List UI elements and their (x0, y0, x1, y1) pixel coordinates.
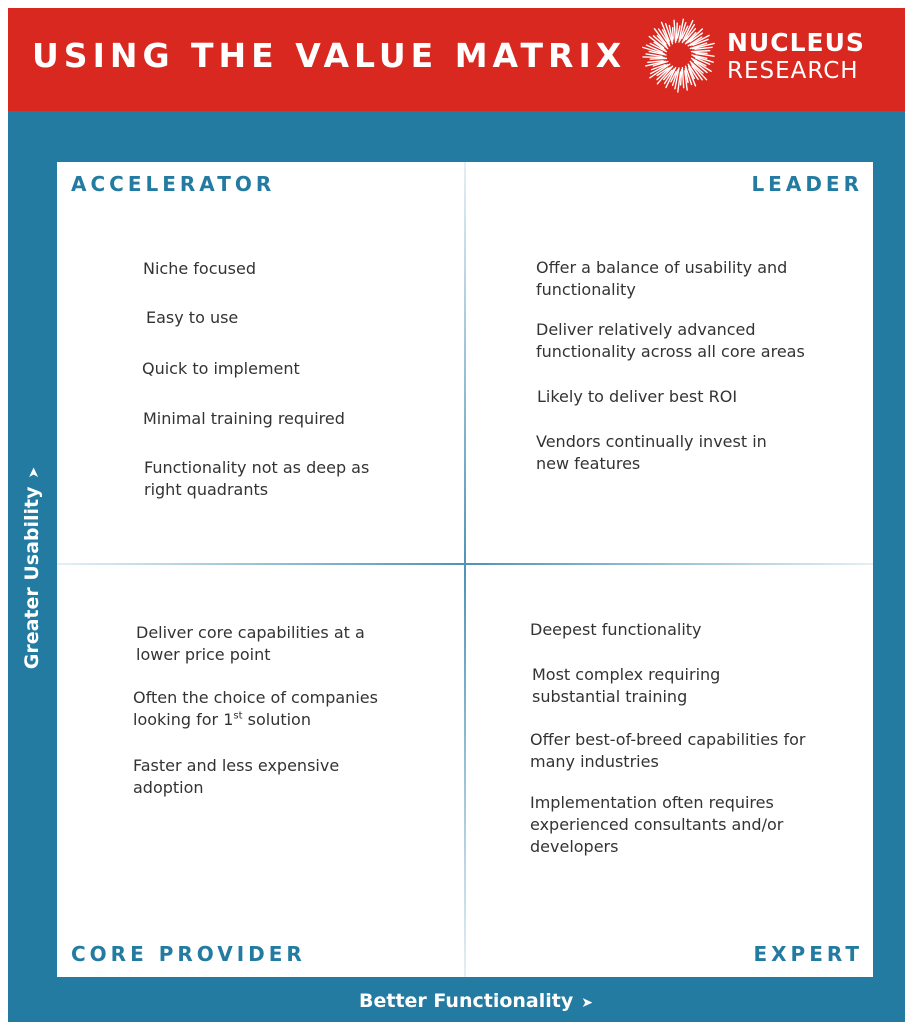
quadrant-title-accelerator: ACCELERATOR (71, 172, 276, 196)
leader-item: Likely to deliver best ROI (537, 387, 738, 406)
accelerator-item: Easy to use (146, 308, 239, 327)
arrow-right-icon: ➤ (26, 466, 42, 479)
vertical-divider (464, 162, 466, 977)
expert-item: Most complex requiring substantial train… (532, 665, 721, 706)
y-axis-label: Greater Usability➤ (21, 466, 43, 670)
horizontal-divider (57, 563, 873, 565)
arrow-right-icon: ➤ (581, 995, 593, 1011)
page-title: USING THE VALUE MATRIX (32, 36, 627, 75)
core-provider-item: Deliver core capabilities at a lower pri… (136, 623, 365, 664)
accelerator-item: Functionality not as deep as right quadr… (144, 458, 370, 499)
x-axis-label: Better Functionality➤ (359, 990, 593, 1012)
accelerator-item: Quick to implement (142, 359, 300, 378)
quadrant-title-leader: LEADER (751, 172, 863, 196)
value-matrix: ACCELERATOR Niche focused Easy to use Qu… (57, 162, 873, 977)
accelerator-item: Niche focused (143, 259, 256, 278)
header-bar (8, 8, 905, 111)
logo-text-research: RESEARCH (727, 58, 859, 84)
expert-item: Deepest functionality (530, 620, 702, 639)
core-provider-item: Often the choice of companies looking fo… (133, 688, 378, 729)
quadrant-title-core-provider: CORE PROVIDER (71, 942, 306, 966)
core-provider-item: Faster and less expensive adoption (133, 756, 340, 797)
accelerator-item: Minimal training required (143, 409, 345, 428)
logo-text-nucleus: NUCLEUS (727, 28, 865, 57)
leader-item: Deliver relatively advanced functionalit… (536, 320, 805, 361)
expert-item: Implementation often requires experience… (530, 793, 784, 856)
leader-item: Offer a balance of usability and functio… (536, 258, 788, 299)
nucleus-burst-icon (642, 18, 715, 93)
leader-item: Vendors continually invest in new featur… (536, 432, 767, 473)
expert-item: Offer best-of-breed capabilities for man… (530, 730, 806, 771)
quadrant-title-expert: EXPERT (753, 942, 863, 966)
